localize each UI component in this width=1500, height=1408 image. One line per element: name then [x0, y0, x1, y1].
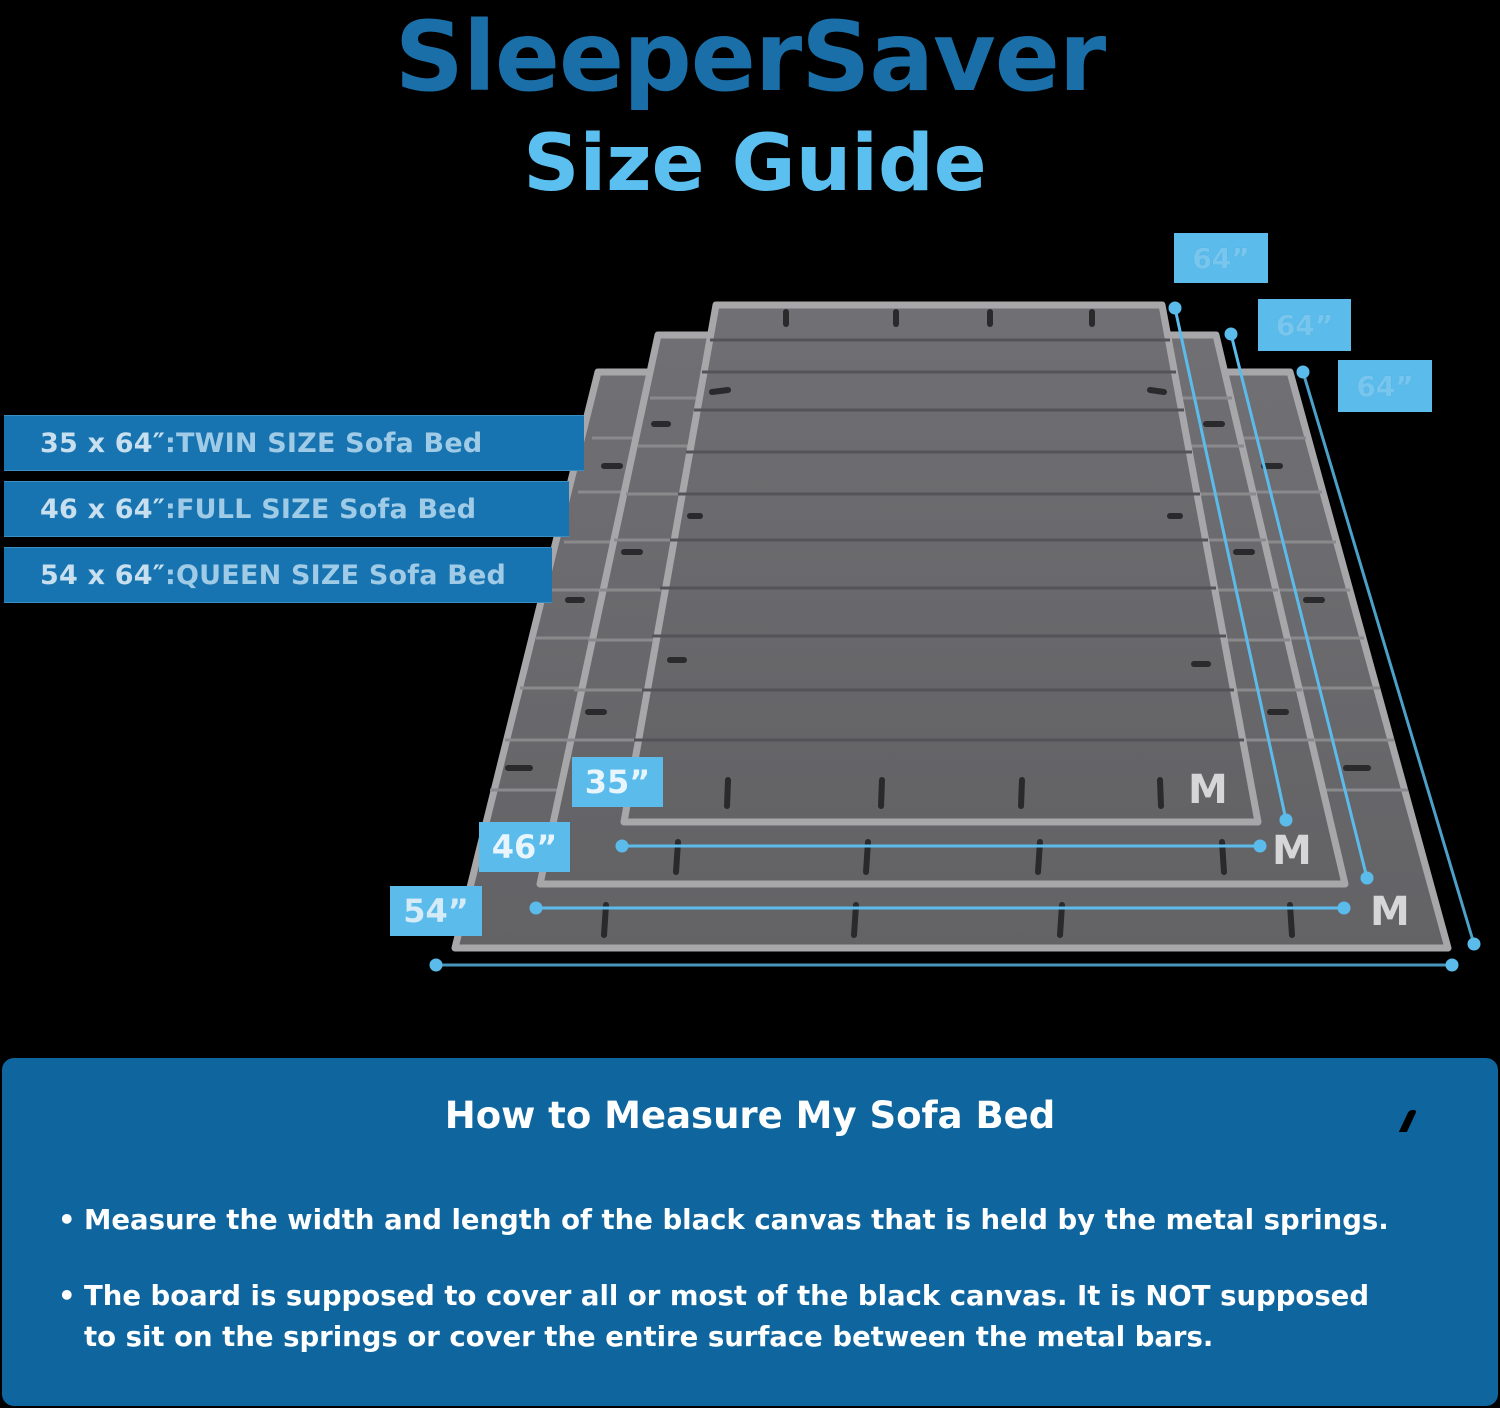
length-tag-twin: 64” — [1174, 233, 1268, 283]
twin-board — [620, 301, 1262, 826]
size-label-full: 46 x 64″ : FULL SIZE Sofa Bed — [4, 481, 569, 537]
brand-logo-queen: M — [1370, 889, 1410, 935]
separator: : — [165, 427, 177, 459]
bullet-icon: • — [58, 1280, 76, 1312]
brand-logo-twin: M — [1188, 767, 1228, 813]
instruction-text-continued: to sit on the springs or cover the entir… — [84, 1321, 1214, 1353]
instructions-title: How to Measure My Sofa Bed — [444, 1094, 1056, 1137]
width-tag-full: 46” — [479, 822, 570, 872]
instruction-bullet-1: •Measure the width and length of the bla… — [58, 1200, 1478, 1241]
size-label-queen: 54 x 64″ : QUEEN SIZE Sofa Bed — [4, 547, 552, 603]
instruction-text: Measure the width and length of the blac… — [84, 1204, 1389, 1236]
length-tag-full: 64” — [1258, 299, 1351, 351]
full-dims: 46 x 64″ — [40, 493, 166, 525]
size-label-twin: 35 x 64″ : TWIN SIZE Sofa Bed — [4, 415, 584, 471]
sofa-board-diagram: M M M — [429, 301, 1481, 972]
brand-logo-full: M — [1272, 828, 1312, 874]
separator: : — [165, 493, 177, 525]
twin-dims: 35 x 64″ — [40, 427, 166, 459]
bullet-icon: • — [58, 1204, 76, 1236]
instruction-bullet-2: •The board is supposed to cover all or m… — [58, 1276, 1478, 1358]
length-tag-queen: 64” — [1338, 360, 1432, 412]
queen-name: QUEEN SIZE Sofa Bed — [176, 559, 507, 591]
full-name: FULL SIZE Sofa Bed — [176, 493, 477, 525]
twin-name: TWIN SIZE Sofa Bed — [176, 427, 483, 459]
separator: : — [165, 559, 177, 591]
instruction-text: The board is supposed to cover all or mo… — [84, 1280, 1370, 1312]
measure-instructions-panel: How to Measure My Sofa Bed •Measure the … — [2, 1058, 1498, 1406]
brand-title: SleeperSaver — [394, 1, 1106, 113]
queen-dims: 54 x 64″ — [40, 559, 166, 591]
size-guide-subtitle: Size Guide — [523, 119, 987, 209]
width-tag-queen: 54” — [390, 886, 482, 936]
width-tag-twin: 35” — [572, 757, 663, 807]
